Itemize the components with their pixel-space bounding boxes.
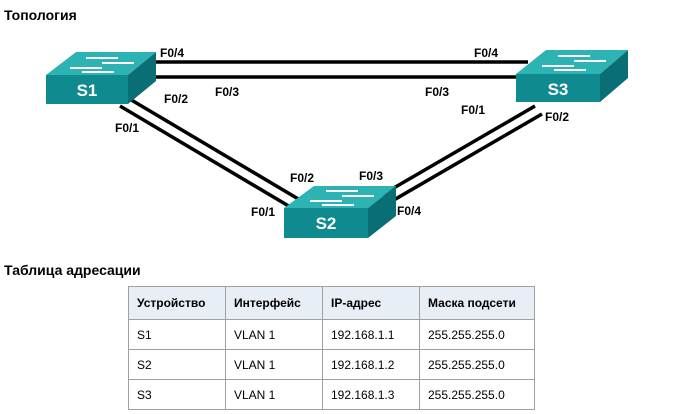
switch-s3[interactable]: S3 xyxy=(516,50,628,102)
cell-device: S3 xyxy=(128,379,226,410)
switch-front xyxy=(284,208,368,238)
table-header-row: Устройство Интерфейс IP-адрес Маска подс… xyxy=(128,286,535,320)
port-label-s3-f04: F0/4 xyxy=(474,46,498,60)
cell-ip-address: 192.168.1.3 xyxy=(322,379,420,410)
table-row: S2 VLAN 1 192.168.1.2 255.255.255.0 xyxy=(128,349,535,380)
cell-subnet-mask: 255.255.255.0 xyxy=(419,319,535,350)
cables xyxy=(119,60,543,210)
cell-interface: VLAN 1 xyxy=(225,319,323,350)
port-label-s1-f02: F0/2 xyxy=(164,92,188,106)
switch-label-s2: S2 xyxy=(316,214,337,233)
cable-s1-s2-f01 xyxy=(119,104,293,210)
topology-diagram: S1 S3 S2 F0/4 F0/3 F0/2 F0/1 F0/4 F0/3 F… xyxy=(46,46,628,238)
table-row: S3 VLAN 1 192.168.1.3 255.255.255.0 xyxy=(128,379,535,410)
switch-front xyxy=(516,74,600,102)
column-header-ip-address: IP-адрес xyxy=(322,286,420,320)
cell-interface: VLAN 1 xyxy=(225,379,323,410)
port-label-s3-f01: F0/1 xyxy=(461,103,485,117)
switch-front xyxy=(46,75,128,104)
switch-label-s3: S3 xyxy=(548,80,569,99)
column-header-subnet-mask: Маска подсети xyxy=(419,286,535,320)
switch-arrows-icon xyxy=(70,57,134,73)
column-header-device: Устройство xyxy=(128,286,226,320)
table-row: S1 VLAN 1 192.168.1.1 255.255.255.0 xyxy=(128,319,535,350)
switch-arrows-icon xyxy=(542,55,606,71)
port-label-s3-f03: F0/3 xyxy=(425,85,449,99)
cell-ip-address: 192.168.1.1 xyxy=(322,319,420,350)
cell-interface: VLAN 1 xyxy=(225,349,323,380)
switch-arrows-icon xyxy=(310,190,374,206)
topology-title: Топология xyxy=(4,7,77,23)
cable-s2-s3-f03 xyxy=(372,104,536,202)
port-label-s3-f02: F0/2 xyxy=(545,110,569,124)
switch-top xyxy=(46,52,156,75)
port-label-s2-f01: F0/1 xyxy=(251,205,275,219)
port-label-s1-f01: F0/1 xyxy=(115,121,139,135)
switch-top xyxy=(284,186,396,208)
switch-s1[interactable]: S1 xyxy=(46,52,156,104)
cable-s1-s2-f02 xyxy=(127,96,301,202)
column-header-interface: Интерфейс xyxy=(225,286,323,320)
switch-s2[interactable]: S2 xyxy=(284,186,396,238)
switch-top xyxy=(516,50,628,74)
cell-ip-address: 192.168.1.2 xyxy=(322,349,420,380)
cell-device: S1 xyxy=(128,319,226,350)
port-label-s2-f03: F0/3 xyxy=(359,169,383,183)
port-label-s1-f04: F0/4 xyxy=(160,46,184,60)
switch-side xyxy=(128,52,156,104)
cell-subnet-mask: 255.255.255.0 xyxy=(419,349,535,380)
port-label-s1-f03: F0/3 xyxy=(215,85,239,99)
switch-label-s1: S1 xyxy=(77,81,98,100)
switch-side xyxy=(600,50,628,102)
addressing-table-title: Таблица адресации xyxy=(4,262,141,278)
cell-device: S2 xyxy=(128,349,226,380)
cable-s2-s3-f04 xyxy=(379,112,543,210)
addressing-table: Устройство Интерфейс IP-адрес Маска подс… xyxy=(128,286,535,410)
port-label-s2-f04: F0/4 xyxy=(397,204,421,218)
cell-subnet-mask: 255.255.255.0 xyxy=(419,379,535,410)
port-label-s2-f02: F0/2 xyxy=(290,171,314,185)
switch-side xyxy=(368,186,396,238)
